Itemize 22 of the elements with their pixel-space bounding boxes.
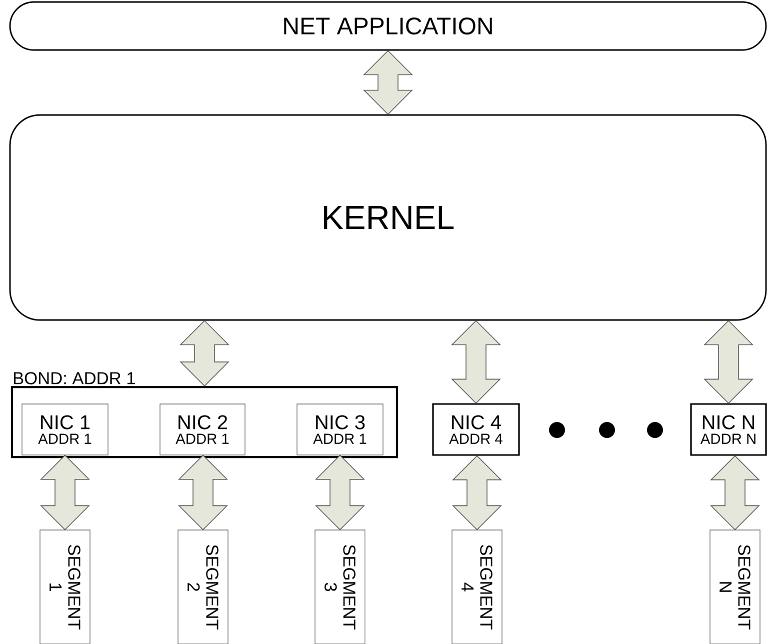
block-arrow <box>178 454 228 530</box>
node-label: BOND: ADDR 1 <box>14 372 135 384</box>
application-box: NET APPLICATION <box>9 1 767 51</box>
nic-box: NIC 1 ADDR 1 <box>22 404 108 456</box>
segment-box: SEGMENT 4 <box>452 530 502 644</box>
nic-box: NIC 4 ADDR 4 <box>432 403 520 456</box>
segment-box: SEGMENT 2 <box>178 530 228 644</box>
block-arrow <box>40 454 90 530</box>
segment-box: SEGMENT 3 <box>314 530 366 644</box>
block-arrow <box>451 320 501 404</box>
nic-box: NIC 3 ADDR 1 <box>296 404 384 456</box>
block-arrow <box>315 454 365 530</box>
nic-box: NIC 2 ADDR 1 <box>160 404 246 456</box>
block-arrow <box>704 320 754 404</box>
block-arrow <box>363 50 413 115</box>
block-arrow <box>180 320 230 386</box>
block-arrow <box>452 455 502 530</box>
block-arrow <box>710 455 760 530</box>
nic-box: NIC N ADDR N <box>690 403 767 456</box>
kernel-box: KERNEL <box>9 114 767 321</box>
segment-box: SEGMENT 1 <box>40 530 90 644</box>
segment-box: SEGMENT N <box>710 530 760 644</box>
